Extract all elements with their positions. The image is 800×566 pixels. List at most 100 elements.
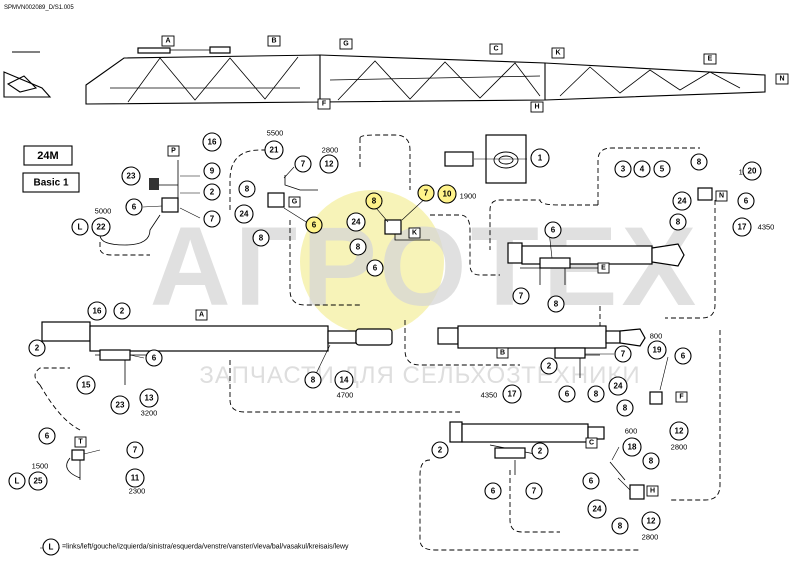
svg-text:8: 8 <box>697 158 702 167</box>
svg-text:24: 24 <box>593 505 602 514</box>
item-bubble: 7 <box>525 482 543 500</box>
svg-text:6: 6 <box>152 354 157 363</box>
svg-text:800: 800 <box>650 332 663 341</box>
label-k: K <box>412 230 417 237</box>
item-bubble: 8 <box>616 399 634 417</box>
svg-text:8: 8 <box>554 300 559 309</box>
item-bubble: 6 <box>366 259 384 277</box>
boom-label-k: K <box>555 50 560 57</box>
svg-text:A: A <box>199 312 204 319</box>
svg-text:7: 7 <box>424 189 429 198</box>
svg-text:12: 12 <box>325 160 334 169</box>
cylinder-c-label: C <box>585 437 598 449</box>
watermark-text: АГРОТЕХ <box>150 204 701 329</box>
item-bubble: 7 <box>512 287 530 305</box>
svg-text:4350: 4350 <box>758 223 775 232</box>
svg-text:7: 7 <box>519 292 524 301</box>
item-bubble: 8 <box>547 295 565 313</box>
item-bubble-highlighted: 7 <box>417 184 435 202</box>
svg-text:5: 5 <box>660 165 665 174</box>
svg-text:5500: 5500 <box>267 129 284 138</box>
boom-label-e: E <box>708 56 713 63</box>
legend-text: =links/left/gouche/izquierda/sinistra/es… <box>62 544 349 551</box>
svg-text:14: 14 <box>340 376 349 385</box>
boom-label-h: H <box>534 104 539 111</box>
svg-text:9: 9 <box>210 167 215 176</box>
item-bubble: 24 <box>346 212 366 232</box>
item-bubble: 6 <box>582 472 600 490</box>
svg-text:7: 7 <box>621 350 626 359</box>
item-bubble: 16 <box>202 132 222 152</box>
svg-text:8: 8 <box>618 522 623 531</box>
svg-text:6: 6 <box>551 226 556 235</box>
item-bubble: 6 <box>484 482 502 500</box>
svg-text:12: 12 <box>647 517 656 526</box>
item-bubble: 9 <box>203 162 221 180</box>
svg-text:23: 23 <box>116 401 125 410</box>
svg-text:L: L <box>15 477 20 486</box>
svg-text:6: 6 <box>491 487 496 496</box>
svg-text:L: L <box>78 223 83 232</box>
svg-text:17: 17 <box>508 390 517 399</box>
cylinder-e-label: E <box>597 262 610 274</box>
label-n: N <box>719 193 724 200</box>
svg-text:3200: 3200 <box>141 409 158 418</box>
watermark-subtext: ЗАПЧАСТИ ДЛЯ СЕЛЬХОЗТЕХНИКИ <box>199 362 640 389</box>
item-bubble: 20 <box>742 161 762 181</box>
item-bubble: 5 <box>653 160 671 178</box>
variant-title: Basic 1 <box>22 172 80 193</box>
item-bubble: 24 <box>587 499 607 519</box>
svg-text:2: 2 <box>210 188 215 197</box>
item-bubble: 8 <box>238 180 256 198</box>
item-bubble-highlighted: 10 <box>437 184 457 204</box>
svg-text:4700: 4700 <box>337 391 354 400</box>
svg-text:2: 2 <box>120 307 125 316</box>
document-code: SPMVN002089_D/S1.005 <box>4 5 74 11</box>
svg-text:6: 6 <box>589 477 594 486</box>
legend-marker: L <box>49 543 54 552</box>
svg-text:19: 19 <box>653 346 662 355</box>
item-bubble: 3 <box>614 160 632 178</box>
item-bubble: 6 <box>737 192 755 210</box>
boom-label-c: C <box>493 46 498 53</box>
legend: L =links/left/gouche/izquierda/sinistra/… <box>42 538 349 556</box>
item-bubble: 8 <box>690 153 708 171</box>
item-bubble: 23 <box>121 166 141 186</box>
cylinder-b <box>437 325 646 349</box>
item-bubble: 8 <box>669 213 687 231</box>
svg-text:E: E <box>601 265 606 272</box>
svg-text:8: 8 <box>623 404 628 413</box>
boom-label-n: N <box>779 76 784 83</box>
cylinder-c <box>449 421 605 443</box>
svg-text:11: 11 <box>131 474 140 483</box>
svg-text:8: 8 <box>259 234 264 243</box>
item-bubble: 17 <box>732 217 752 237</box>
label-p: P <box>171 148 176 155</box>
item-bubble: 14 <box>334 370 354 390</box>
svg-text:1900: 1900 <box>460 192 477 201</box>
item-bubble: 6 <box>125 198 143 216</box>
dashed-hose-routes <box>34 134 721 551</box>
boom-label-g: G <box>343 41 349 48</box>
item-bubble: 24 <box>234 204 254 224</box>
item-bubble: 6 <box>674 347 692 365</box>
item-bubble: 8 <box>642 452 660 470</box>
item-bubble: 6 <box>38 427 56 445</box>
svg-text:24: 24 <box>352 218 361 227</box>
item-bubble: 15 <box>76 375 96 395</box>
item-bubble: 11 <box>125 468 145 488</box>
item-bubble: 16 <box>87 301 107 321</box>
svg-text:6: 6 <box>744 197 749 206</box>
item-bubble: 2 <box>28 339 46 357</box>
label-h: H <box>650 488 655 495</box>
svg-text:8: 8 <box>372 197 377 206</box>
label-f: F <box>679 394 684 401</box>
svg-text:2800: 2800 <box>671 443 688 452</box>
boom-overview: A B G C K E N F H <box>3 35 789 113</box>
svg-text:6: 6 <box>565 390 570 399</box>
item-bubble: 12 <box>319 154 339 174</box>
item-bubble-highlighted: 8 <box>365 192 383 210</box>
item-bubble: 2 <box>203 183 221 201</box>
boom-label-a: A <box>165 38 170 45</box>
